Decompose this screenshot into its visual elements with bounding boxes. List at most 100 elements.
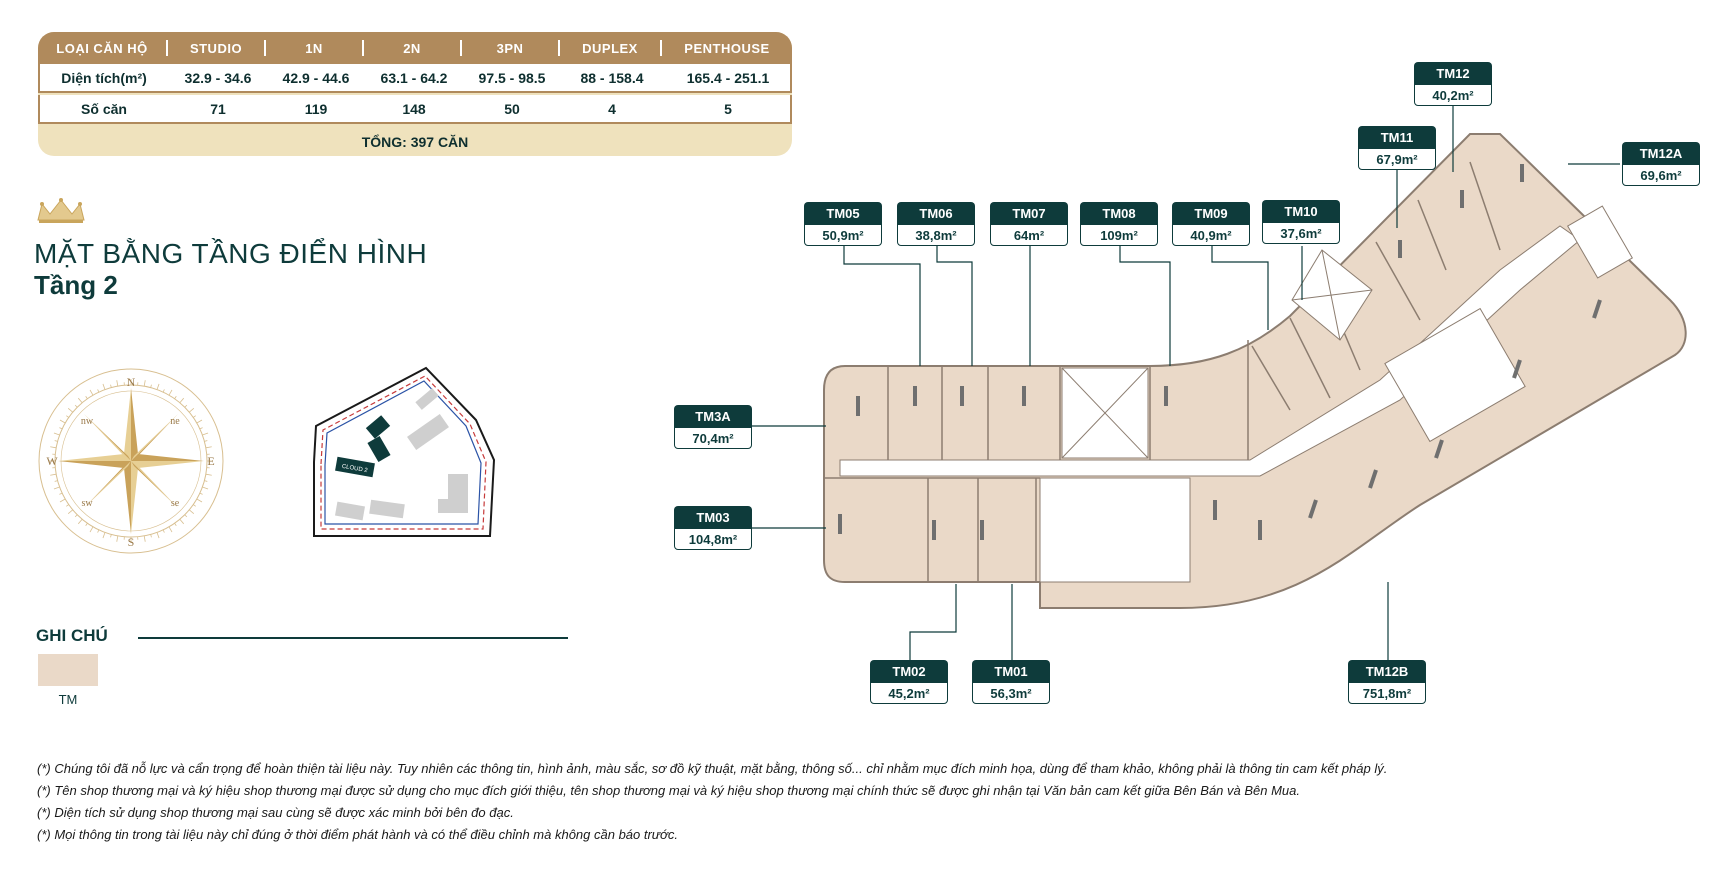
compass-tick: [179, 397, 185, 404]
unit-name: TM08: [1080, 202, 1158, 224]
compass-tick: [67, 407, 74, 413]
compass-tick: [143, 535, 146, 542]
compass-tick: [102, 383, 106, 390]
note-line: (*) Chúng tôi đã nỗ lực và cẩn trọng để …: [37, 761, 1388, 776]
table-cell: 97.5 - 98.5: [478, 69, 546, 86]
compass-tick: [50, 446, 57, 449]
unit-name: TM10: [1262, 200, 1340, 222]
compass-tick: [156, 383, 160, 390]
unit-area: 45,2m²: [870, 682, 948, 704]
compass-tick: [66, 415, 69, 418]
compass-tick: [193, 415, 196, 418]
unit-area: 69,6m²: [1622, 164, 1700, 186]
table-cell: 148: [402, 100, 426, 117]
unit-callout-tm09[interactable]: TM09 40,9m²: [1172, 202, 1250, 246]
compass-star: [58, 388, 204, 534]
unit-name: TM3A: [674, 405, 752, 427]
compass-tick: [184, 404, 188, 408]
unit-name: TM09: [1172, 202, 1250, 224]
header-separator: [460, 40, 462, 56]
page-title: MẶT BẰNG TẦNG ĐIỂN HÌNH: [34, 238, 428, 269]
compass-tick: [193, 504, 196, 507]
unit-area: 70,4m²: [674, 427, 752, 449]
unit-callout-tm12[interactable]: TM12 40,2m²: [1414, 62, 1492, 106]
unit-callout-tm10[interactable]: TM10 37,6m²: [1262, 200, 1340, 244]
legend-divider: [138, 637, 568, 639]
compass-tick: [116, 535, 119, 542]
compass-tick: [156, 532, 160, 539]
compass-tick: [174, 523, 177, 526]
table-cell: 63.1 - 64.2: [380, 69, 448, 86]
unit-name: TM01: [972, 660, 1050, 682]
note-line: (*) Diện tích sử dụng shop thương mại sa…: [37, 805, 514, 820]
unit-area: 751,8m²: [1348, 682, 1426, 704]
unit-callout-tm08[interactable]: TM08 109m²: [1080, 202, 1158, 246]
void-areas: [1039, 205, 1634, 583]
unit-callout-tm07[interactable]: TM07 64m²: [990, 202, 1068, 246]
compass-tick: [202, 432, 209, 436]
site-plan-label: CLOUD 2: [341, 464, 368, 475]
compass-tick: [89, 526, 94, 533]
compass-tick: [199, 492, 203, 495]
unit-callout-tm11[interactable]: TM11 67,9m²: [1358, 126, 1436, 170]
compass-tick: [168, 526, 173, 533]
unit-area: 40,2m²: [1414, 84, 1492, 106]
compass-tick: [150, 534, 152, 538]
header-cell: 1N: [305, 40, 323, 56]
header-cell: PENTHOUSE: [684, 40, 770, 56]
table-cell: 88 - 158.4: [580, 69, 644, 86]
unit-callout-tm06[interactable]: TM06 38,8m²: [897, 202, 975, 246]
header-cell: 3PN: [496, 40, 524, 56]
table-row: Diện tích(m²) 32.9 - 34.6 42.9 - 44.6 63…: [38, 64, 792, 93]
compass-tick: [59, 419, 66, 424]
compass-tick: [97, 389, 100, 393]
compass-tick: [150, 384, 152, 388]
compass-tick: [199, 427, 203, 430]
legend-title: GHI CHÚ: [36, 626, 108, 645]
compass-tick: [110, 384, 112, 388]
row-label: Số căn: [81, 100, 127, 117]
unit-callout-tm12b[interactable]: TM12B 751,8m²: [1348, 660, 1426, 704]
crown-icon: [37, 198, 85, 223]
unit-area: 40,9m²: [1172, 224, 1250, 246]
compass-tick: [59, 492, 63, 495]
table-cell: 165.4 - 251.1: [686, 69, 770, 86]
header-separator: [660, 40, 662, 56]
compass-tick: [188, 509, 195, 515]
unit-area: 104,8m²: [674, 528, 752, 550]
compass-tick: [77, 518, 83, 525]
leader-lines: [752, 98, 1620, 664]
compass-tick: [59, 498, 66, 503]
compass-tick: [67, 509, 74, 515]
compass-tick: [85, 396, 88, 399]
unit-summary-table: LOẠI CĂN HỘ STUDIO 1N 2N 3PN DUPLEX PENT…: [38, 32, 792, 156]
unit-callout-tm12a[interactable]: TM12A 69,6m²: [1622, 142, 1700, 186]
unit-area: 37,6m²: [1262, 222, 1340, 244]
compass-tick: [59, 427, 63, 430]
compass-sw: sw: [81, 498, 93, 509]
compass-tick: [204, 480, 208, 482]
table-cell: 42.9 - 44.6: [282, 69, 350, 86]
compass-tick: [205, 446, 212, 449]
unit-callout-tm01[interactable]: TM01 56,3m²: [972, 660, 1050, 704]
compass-tick: [102, 532, 106, 539]
unit-callout-tm05[interactable]: TM05 50,9m²: [804, 202, 882, 246]
header-cell: LOẠI CĂN HỘ: [56, 40, 148, 56]
compass-tick: [202, 486, 209, 490]
note-line: (*) Tên shop thương mại và ký hiệu shop …: [37, 783, 1300, 798]
unit-callout-tm3a[interactable]: TM3A 70,4m²: [674, 405, 752, 449]
compass-n: N: [127, 375, 136, 389]
table-total: TỔNG: 397 CĂN: [361, 133, 469, 150]
compass-tick: [188, 407, 195, 413]
table-cell: 50: [504, 100, 520, 117]
compass-tick: [53, 486, 60, 490]
wall-accents: [838, 164, 1602, 540]
unit-callout-tm02[interactable]: TM02 45,2m²: [870, 660, 948, 704]
header-separator: [264, 40, 266, 56]
unit-callout-tm03[interactable]: TM03 104,8m²: [674, 506, 752, 550]
table-cell: 119: [304, 100, 328, 117]
compass-tick: [168, 389, 173, 396]
unit-area: 67,9m²: [1358, 148, 1436, 170]
compass-tick: [54, 440, 58, 442]
unit-area: 109m²: [1080, 224, 1158, 246]
